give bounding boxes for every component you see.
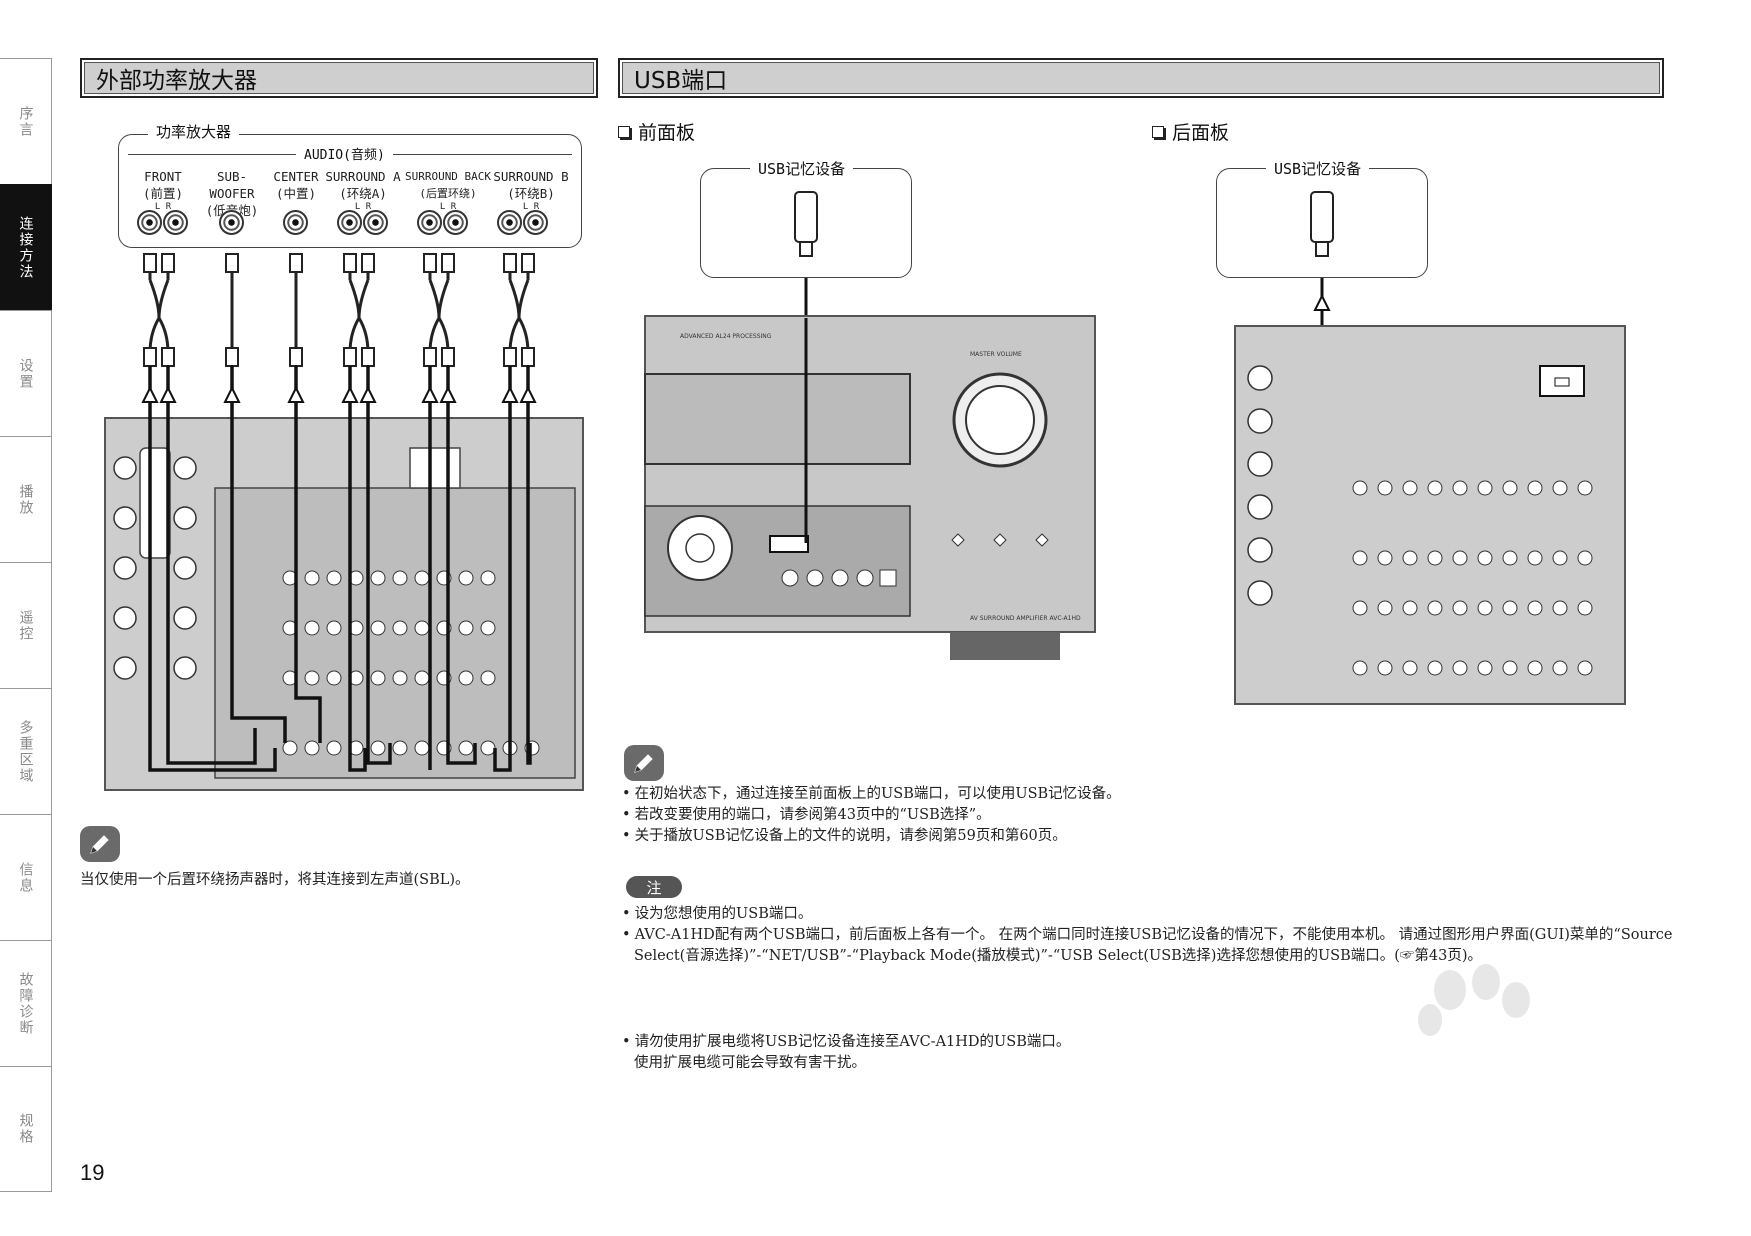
jack-surround-b-r [523, 210, 548, 235]
amp-col-subwoofer: SUB-WOOFER (低音炮) [206, 169, 259, 218]
side-tab-preface[interactable]: 序言 [0, 58, 52, 184]
jack-subwoofer [219, 210, 244, 235]
jack-front-l [137, 210, 162, 235]
note-badge: 注 [626, 876, 682, 898]
side-tab-multizone[interactable]: 多重区域 [0, 688, 52, 814]
checkbox-bullet-icon [618, 125, 630, 138]
amp-connection-diagram [104, 253, 584, 791]
usb-tips-list: 在初始状态下，通过连接至前面板上的USB端口，可以使用USB记忆设备。 若改变要… [622, 784, 1672, 847]
front-volume-text: MASTER VOLUME [970, 351, 1022, 358]
amp-col-surround-a: SURROUND A (环绕A) L R [325, 169, 401, 212]
usb-device-label-rear: USB记忆设备 [1266, 158, 1370, 179]
jack-surround-b-l [497, 210, 522, 235]
power-amplifier-label: 功率放大器 [148, 121, 240, 142]
usb-tip-item: 在初始状态下，通过连接至前面板上的USB端口，可以使用USB记忆设备。 [622, 784, 1672, 805]
rear-panel-illustration [1234, 278, 1626, 705]
front-model-text: AV SURROUND AMPLIFIER AVC-A1HD [970, 615, 1081, 622]
amp-col-front: FRONT (前置) L R [142, 169, 184, 212]
jack-surround-back-l [417, 210, 442, 235]
page-number: 19 [80, 1160, 105, 1185]
amp-col-center: CENTER (中置) [273, 169, 319, 201]
usb-tip-item: 若改变要使用的端口，请参阅第43页中的“USB选择”。 [622, 805, 1672, 826]
baidu-watermark-logo [1230, 960, 1650, 1160]
usb-notes-list: 设为您想使用的USB端口。 AVC-A1HD配有两个USB端口，前后面板上各有一… [622, 904, 1686, 967]
side-tab-info[interactable]: 信息 [0, 814, 52, 940]
side-tab-setup[interactable]: 设置 [0, 310, 52, 436]
side-tab-bar: 序言 连接方法 设置 播放 遥控 多重区域 信息 故障诊断 规格 [0, 58, 52, 1192]
section-title-usb-port: USB端口 [618, 58, 1664, 98]
usb-warning: 请勿使用扩展电缆将USB记忆设备连接至AVC-A1HD的USB端口。 使用扩展电… [622, 1032, 1622, 1074]
side-tab-specs[interactable]: 规格 [0, 1066, 52, 1192]
jack-center [283, 210, 308, 235]
usb-note-item: 设为您想使用的USB端口。 [622, 904, 1686, 925]
side-tab-troubleshooting[interactable]: 故障诊断 [0, 940, 52, 1066]
section-title-external-amp: 外部功率放大器 [80, 58, 598, 98]
usb-note-item: AVC-A1HD配有两个USB端口，前后面板上各有一个。 在两个端口同时连接US… [622, 925, 1686, 967]
side-tab-remote[interactable]: 遥控 [0, 562, 52, 688]
usb-device-label-front: USB记忆设备 [750, 158, 854, 179]
usb-tip-item: 关于播放USB记忆设备上的文件的说明，请参阅第59页和第60页。 [622, 826, 1672, 847]
amp-col-surround-back: SURROUND BACK (后置环绕) L R [404, 170, 492, 212]
checkbox-bullet-icon [1152, 125, 1164, 138]
rear-panel-heading: 后面板 [1152, 118, 1229, 145]
usb-stick-icon [794, 191, 818, 257]
jack-surround-a-l [337, 210, 362, 235]
front-panel-illustration: ADVANCED AL24 PROCESSING MASTER VOLUME A… [644, 278, 1096, 660]
pencil-icon [80, 826, 120, 862]
jack-surround-back-r [443, 210, 468, 235]
front-panel-heading: 前面板 [618, 118, 695, 145]
amp-col-surround-b: SURROUND B (环绕B) L R [493, 169, 569, 212]
jack-front-r [163, 210, 188, 235]
usb-stick-icon [1310, 191, 1334, 257]
audio-label: AUDIO(音频) [296, 144, 393, 163]
side-tab-playback[interactable]: 播放 [0, 436, 52, 562]
jack-surround-a-r [363, 210, 388, 235]
side-tab-connections[interactable]: 连接方法 [0, 184, 52, 310]
front-brand-text: ADVANCED AL24 PROCESSING [680, 333, 772, 340]
pencil-icon [624, 745, 664, 781]
amp-note-text: 当仅使用一个后置环绕扬声器时，将其连接到左声道(SBL)。 [80, 872, 470, 888]
